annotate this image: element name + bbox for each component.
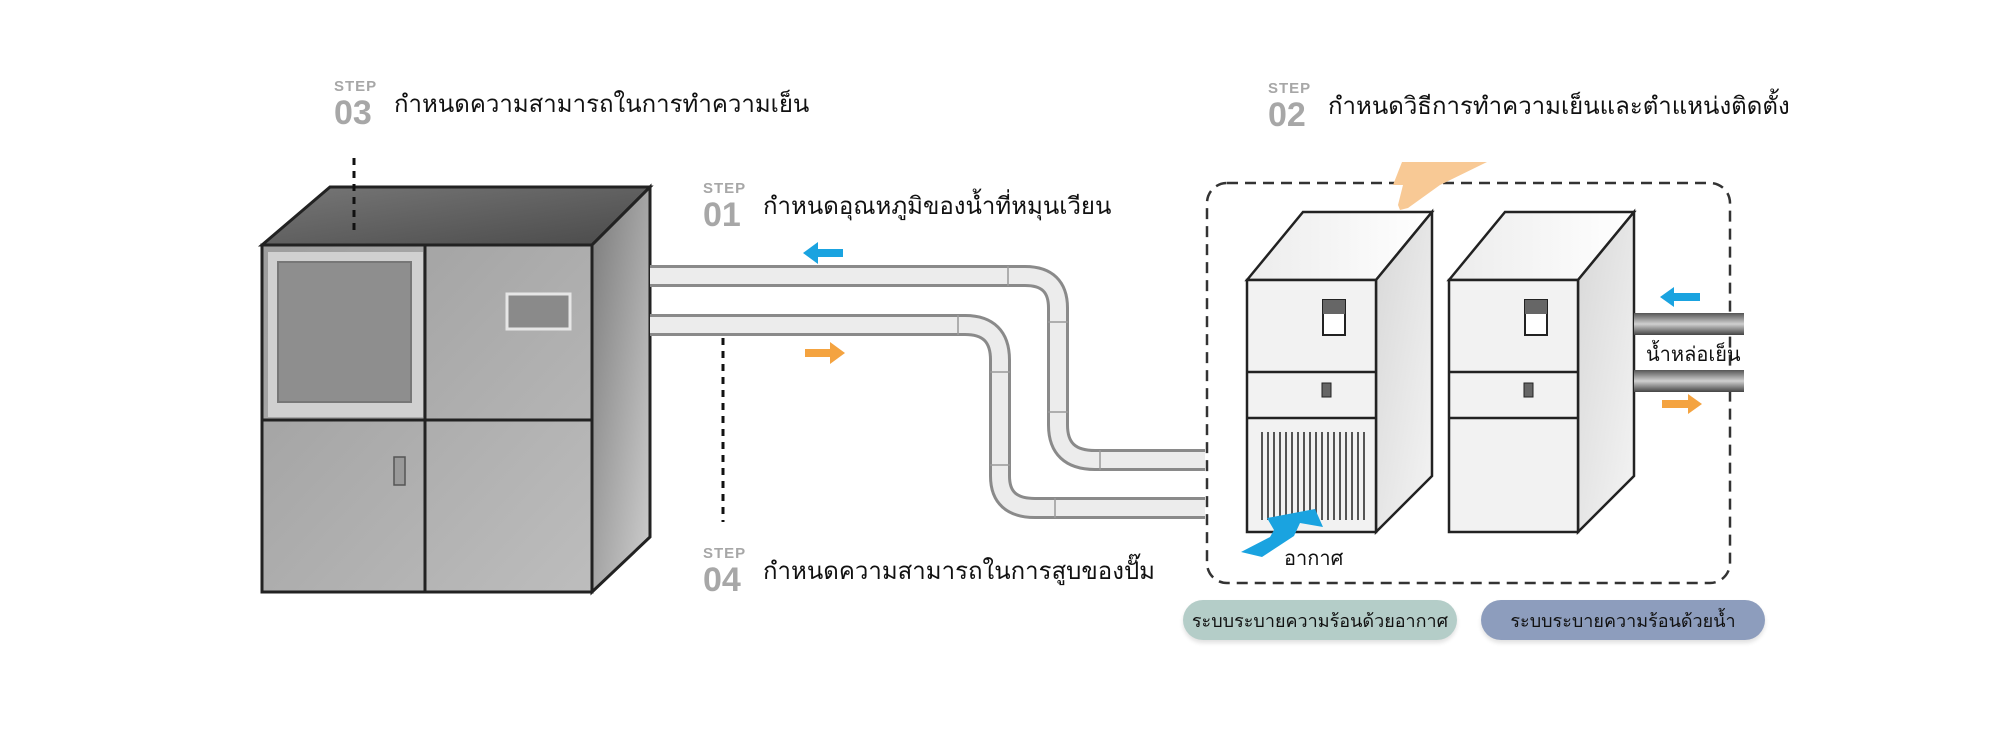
water-cooled-chiller-unit xyxy=(1446,208,1637,536)
air-intake-arrow-icon xyxy=(1241,509,1323,557)
hot-air-exhaust-arrow-icon xyxy=(1393,162,1487,210)
step-04-word: STEP xyxy=(703,545,747,562)
cooling-water-out-arrow-icon xyxy=(1662,394,1702,414)
cooling-water-outlet-pipe xyxy=(1634,370,1744,392)
air-cooled-system-pill: ระบบระบายความร้อนด้วยอากาศ xyxy=(1183,600,1457,640)
water-cooled-system-pill: ระบบระบายความร้อนด้วยน้ำ xyxy=(1481,600,1765,640)
cooling-water-inlet-pipe xyxy=(1634,313,1744,335)
step-03-number: 03 xyxy=(334,94,372,132)
step-01-title: กำหนดอุณหภูมิของน้ำที่หมุนเวียน xyxy=(763,192,1112,220)
circulation-pipes xyxy=(650,265,1205,519)
cooling-water-in-arrow-icon xyxy=(1660,287,1700,307)
step-03-word: STEP xyxy=(334,78,378,95)
air-cooled-chiller-unit xyxy=(1244,208,1435,536)
step-02-word: STEP xyxy=(1268,80,1312,97)
cooling-water-label: น้ำหล่อเย็น xyxy=(1646,342,1741,366)
step-02-title: กำหนดวิธีการทำความเย็นและตำแหน่งติดตั้ง xyxy=(1328,92,1790,120)
machine-tool-unit xyxy=(257,183,654,596)
step-02-number: 02 xyxy=(1268,96,1306,134)
step-03-title: กำหนดความสามารถในการทำความเย็น xyxy=(394,90,810,118)
step-01-number: 01 xyxy=(703,196,741,234)
step-04-title: กำหนดความสามารถในการสูบของปั๊ม xyxy=(763,557,1155,585)
return-flow-arrow-icon xyxy=(803,242,843,264)
step-01-word: STEP xyxy=(703,180,747,197)
step-04-number: 04 xyxy=(703,561,741,599)
supply-flow-arrow-icon xyxy=(805,342,845,364)
air-label: อากาศ xyxy=(1284,546,1344,570)
